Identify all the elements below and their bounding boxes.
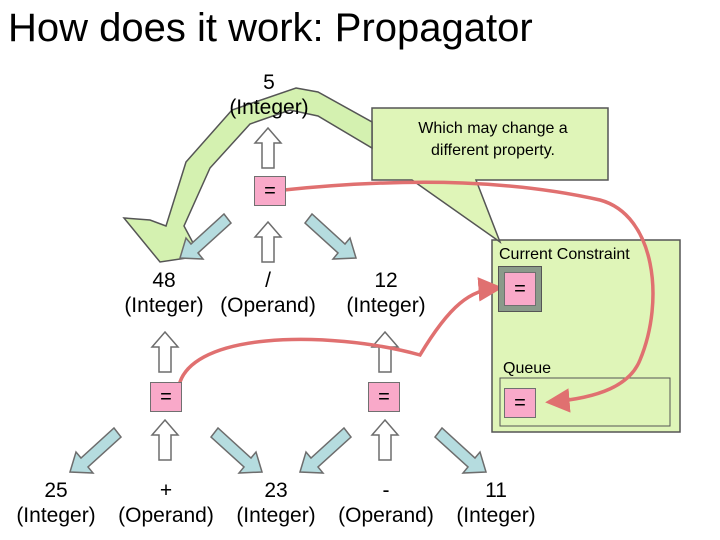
node-type: (Operand) — [118, 504, 214, 527]
up-arrow-mid-right — [370, 330, 400, 373]
current-constraint-label: Current Constraint — [499, 246, 630, 263]
propagation-arrow-green — [122, 87, 373, 263]
queue-arrow-red — [283, 180, 655, 413]
current-constraint-value: = — [504, 272, 536, 306]
node-value: 11 — [485, 479, 507, 502]
node-value: 48 — [152, 269, 176, 292]
diag-arrow-to-mid-right — [303, 212, 357, 260]
node-mid-right: 12 (Integer) — [340, 268, 432, 318]
up-arrow-b2 — [150, 418, 180, 461]
node-type: (Integer) — [346, 294, 426, 317]
callout-line-2: different property. — [431, 142, 555, 159]
node-b4: - (Operand) — [328, 478, 444, 528]
diag-arrow-to-mid-left — [179, 212, 233, 260]
node-b3: 23 (Integer) — [226, 478, 326, 528]
diag-arrow-b3-right — [299, 426, 353, 474]
node-top: 5 (Integer) — [226, 70, 312, 120]
constraint-left: = — [150, 382, 182, 412]
node-value: + — [159, 479, 173, 502]
node-type: (Integer) — [229, 96, 309, 119]
node-b1: 25 (Integer) — [6, 478, 106, 528]
queue-item: = — [504, 388, 536, 418]
callout-text: Which may change a different property. — [378, 118, 608, 162]
callout-bubble — [371, 107, 609, 245]
node-type: (Integer) — [16, 504, 96, 527]
diag-arrow-b5 — [433, 426, 487, 474]
node-type: (Integer) — [236, 504, 316, 527]
current-arrow-red — [176, 277, 503, 394]
up-arrow-b4 — [370, 418, 400, 461]
node-b5: 11 (Integer) — [446, 478, 546, 528]
constraint-top: = — [254, 176, 286, 206]
diag-arrow-b3-left — [209, 426, 263, 474]
constraint-right: = — [368, 382, 400, 412]
node-b2: + (Operand) — [108, 478, 224, 528]
node-value: 23 — [264, 479, 288, 502]
node-type: (Integer) — [124, 294, 204, 317]
up-arrow-to-top — [253, 126, 283, 169]
node-value: - — [382, 479, 390, 502]
up-arrow-mid-left — [150, 330, 180, 373]
current-constraint-frame: = — [498, 266, 542, 312]
node-value: / — [265, 269, 271, 292]
up-arrow-mid-op — [253, 220, 283, 263]
node-mid-op: / (Operand) — [212, 268, 324, 318]
node-type: (Operand) — [220, 294, 316, 317]
node-value: 12 — [374, 269, 398, 292]
node-mid-left: 48 (Integer) — [118, 268, 210, 318]
node-value: 25 — [44, 479, 68, 502]
node-value: 5 — [263, 71, 275, 94]
queue-label: Queue — [503, 360, 552, 377]
node-type: (Operand) — [338, 504, 434, 527]
slide-title: How does it work: Propagator — [8, 6, 533, 50]
diag-arrow-b1 — [69, 426, 123, 474]
callout-line-1: Which may change a — [418, 120, 568, 137]
node-type: (Integer) — [456, 504, 536, 527]
